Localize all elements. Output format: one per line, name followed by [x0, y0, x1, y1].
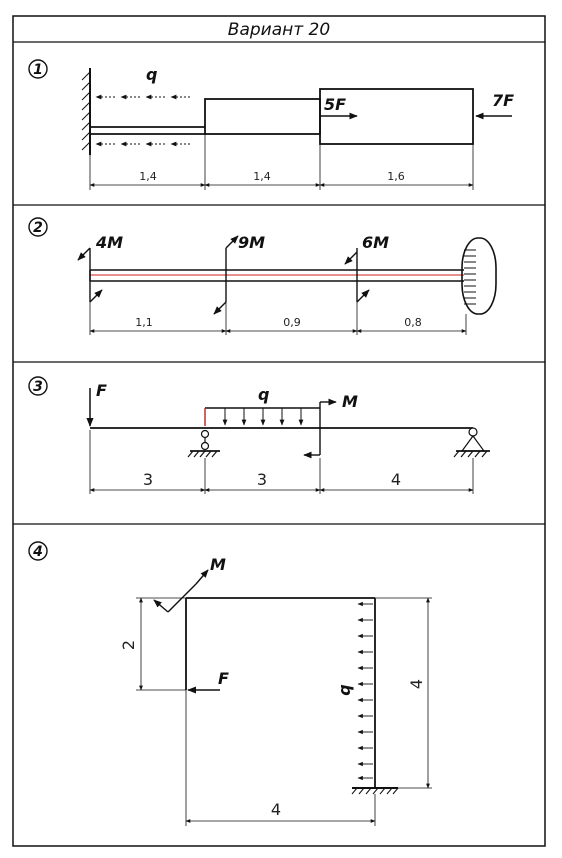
- outer-frame: [12, 15, 546, 847]
- problem-number: 3: [33, 379, 43, 395]
- distributed-load-q: [222, 408, 304, 426]
- moment-m-label: M: [210, 555, 226, 574]
- dimension-2: 1,4: [253, 170, 271, 183]
- moment-m-label: M: [342, 392, 358, 411]
- problem-number: 4: [32, 544, 43, 560]
- distributed-load-q: [95, 94, 190, 147]
- dimension-1: 3: [143, 470, 153, 489]
- page-title: Вариант 20: [228, 20, 330, 40]
- dimension-3: 4: [391, 470, 401, 489]
- load-label: q: [335, 684, 354, 695]
- support-hatching: [351, 787, 399, 795]
- rod-segment-2: [204, 98, 321, 135]
- dimension-1: 1,1: [135, 316, 153, 329]
- torque-9m-label: 9M: [238, 233, 265, 252]
- dimension-height-total: [375, 597, 432, 789]
- dimension-width-label: 4: [271, 800, 281, 819]
- panel-3: 3 F q M: [28, 376, 490, 494]
- moment-m: [303, 398, 337, 459]
- problem-number-circle: [28, 59, 48, 79]
- problem-number: 2: [33, 220, 43, 236]
- moment-m: [153, 569, 209, 613]
- dimension-3: 1,6: [387, 170, 405, 183]
- wall-hatching: [81, 71, 91, 151]
- problem-number-circle: [28, 541, 48, 561]
- dimension-1: 1,4: [139, 170, 157, 183]
- dimension-chain: [89, 302, 467, 335]
- dimension-height-small-label: 2: [119, 640, 138, 650]
- force-f-label: F: [96, 381, 107, 400]
- force-5f-label: 5F: [324, 95, 346, 114]
- problem-number: 1: [33, 62, 43, 78]
- torque-9m: [213, 235, 239, 315]
- torque-4m-label: 4M: [95, 233, 123, 252]
- dimension-2: 0,9: [283, 316, 301, 329]
- problem-number-circle: [28, 217, 48, 237]
- torque-6m: [344, 248, 370, 303]
- dimension-height-small: [136, 597, 186, 691]
- dimension-chain: [89, 430, 474, 494]
- wheel-icon: [461, 237, 497, 315]
- force-7f-label: 7F: [492, 91, 514, 110]
- dimension-3: 0,8: [404, 316, 422, 329]
- torque-4m: [77, 247, 103, 303]
- panel-2: 2 4M 9M: [28, 217, 497, 335]
- dimension-width: [185, 690, 376, 826]
- dimension-height-total-label: 4: [407, 679, 426, 689]
- distributed-load-q: [357, 601, 373, 781]
- problem-number-circle: [28, 376, 48, 396]
- dimension-chain: [89, 134, 474, 190]
- dimension-2: 3: [257, 470, 267, 489]
- panel-1: 1 q 5F 7F: [28, 59, 514, 190]
- load-label: q: [146, 65, 157, 84]
- wheel-knurl: [464, 249, 476, 305]
- load-label: q: [258, 385, 269, 404]
- torque-6m-label: 6M: [362, 233, 389, 252]
- hinge-support: [453, 427, 490, 458]
- pin-support: [187, 429, 220, 458]
- panel-4: 4 q: [28, 541, 432, 826]
- force-f-label: F: [218, 669, 229, 688]
